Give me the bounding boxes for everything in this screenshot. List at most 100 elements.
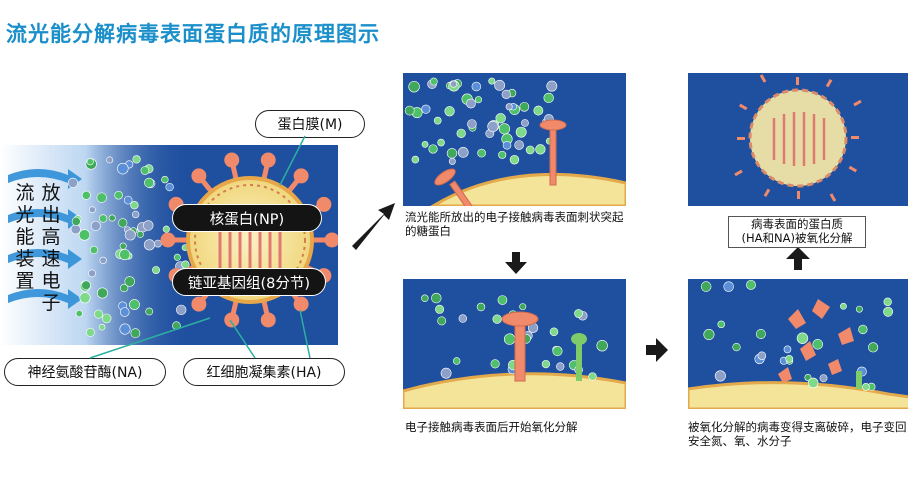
electron-dot bbox=[543, 92, 554, 104]
electron-dot bbox=[474, 96, 483, 104]
electron-emission-label: 放出高速电子 bbox=[41, 182, 61, 314]
electron-dot bbox=[855, 305, 863, 313]
step4-panel bbox=[688, 73, 908, 206]
electron-dot bbox=[862, 383, 870, 391]
electron-dot bbox=[437, 316, 447, 326]
electron-dot bbox=[497, 295, 508, 305]
step2-art bbox=[403, 292, 626, 409]
step3-caption: 被氧化分解的病毒变得支离破碎，电子变回安全氮、氧、水分子 bbox=[688, 420, 907, 448]
step2-caption: 电子接触病毒表面后开始氧化分解 bbox=[405, 420, 578, 434]
electron-dot bbox=[505, 103, 513, 111]
electron-dot bbox=[514, 140, 524, 150]
protein-fragment bbox=[825, 78, 833, 88]
electron-dot bbox=[858, 324, 868, 335]
electron-dot bbox=[502, 140, 512, 150]
electron-dot bbox=[488, 77, 496, 85]
electron-dot bbox=[819, 374, 828, 383]
virus-spike-tip bbox=[293, 296, 309, 312]
electron-dot bbox=[435, 304, 445, 314]
electron-dot bbox=[173, 253, 181, 261]
electron-dot bbox=[467, 119, 477, 129]
protein-fragment bbox=[734, 169, 743, 177]
electron-dot bbox=[140, 166, 150, 175]
electron-dot bbox=[456, 128, 466, 139]
electron-dot bbox=[883, 306, 894, 317]
electron-dot bbox=[783, 345, 792, 354]
electron-dot bbox=[119, 249, 131, 261]
electron-dot bbox=[541, 359, 551, 369]
virus-spike-tip bbox=[160, 232, 176, 248]
electron-dot bbox=[123, 195, 133, 205]
electron-dot bbox=[81, 190, 91, 200]
nucleoprotein-label: 核蛋白(NP) bbox=[172, 204, 322, 232]
electron-dot bbox=[796, 332, 809, 344]
electron-dot bbox=[549, 327, 559, 337]
electron-dot bbox=[437, 138, 445, 147]
virus-spike-tip bbox=[324, 232, 338, 248]
electron-dot bbox=[119, 307, 130, 317]
electron-dot bbox=[71, 216, 81, 226]
protein-fragment bbox=[853, 99, 862, 107]
electron-dot bbox=[732, 342, 741, 352]
electron-dot bbox=[501, 89, 511, 99]
electron-dot bbox=[440, 367, 452, 379]
page-title: 流光能分解病毒表面蛋白质的原理图示 bbox=[6, 21, 380, 46]
electron-dot bbox=[101, 313, 112, 324]
electron-dot bbox=[546, 80, 558, 92]
electron-dot bbox=[106, 156, 114, 164]
device-label: 流光能装置 bbox=[15, 182, 35, 292]
protein-fragment bbox=[737, 137, 745, 140]
electron-dot bbox=[746, 279, 756, 290]
electron-dot bbox=[452, 357, 461, 365]
protein-fragment bbox=[797, 191, 800, 199]
arrow-up-step3-to-4 bbox=[786, 247, 810, 270]
electron-dot bbox=[723, 281, 734, 292]
electron-dot bbox=[145, 307, 154, 316]
electron-dot bbox=[444, 106, 455, 117]
electron-dot bbox=[96, 287, 108, 299]
electron-dot bbox=[495, 113, 506, 124]
step1-art bbox=[404, 77, 626, 206]
electron-dot bbox=[129, 299, 140, 310]
electron-dot bbox=[588, 372, 597, 381]
electron-dot bbox=[494, 79, 506, 91]
virus-spike-tip bbox=[293, 168, 309, 184]
electron-dot bbox=[519, 101, 530, 112]
arrow-down-step1-to-2 bbox=[505, 252, 527, 274]
electron-dot bbox=[521, 119, 529, 127]
rna-segments-label: 链亚基因组(8分节) bbox=[172, 268, 326, 296]
electron-dot bbox=[785, 354, 794, 363]
virus-spike-tip bbox=[191, 168, 207, 184]
electron-dot bbox=[88, 206, 96, 214]
electron-dot bbox=[114, 190, 123, 200]
electron-dot bbox=[503, 333, 516, 345]
electron-dot bbox=[154, 239, 162, 248]
protein-fragment bbox=[796, 77, 799, 85]
electron-dot bbox=[477, 148, 486, 158]
electron-dot bbox=[130, 328, 141, 339]
electron-dot bbox=[458, 314, 468, 323]
virus-spike-tip bbox=[224, 152, 240, 168]
electron-dot bbox=[533, 105, 544, 116]
electron-dot bbox=[703, 328, 715, 341]
electron-dot bbox=[176, 304, 187, 316]
electron-dot bbox=[172, 321, 181, 330]
electron-dot bbox=[99, 256, 107, 265]
electron-dot bbox=[428, 144, 438, 154]
electron-dot bbox=[79, 292, 91, 304]
electron-dot bbox=[124, 229, 136, 241]
membrane-label: 蛋白膜(M) bbox=[255, 110, 365, 138]
electron-dot bbox=[535, 144, 546, 155]
protein-fragment bbox=[829, 193, 837, 202]
electron-dot bbox=[86, 327, 95, 337]
electron-dot bbox=[498, 150, 507, 159]
electron-dot bbox=[119, 242, 127, 250]
virus-spike-tip bbox=[260, 312, 276, 328]
electron-dot bbox=[490, 359, 500, 369]
electron-dot bbox=[466, 98, 476, 109]
electron-dot bbox=[421, 140, 429, 148]
electron-dot bbox=[840, 302, 847, 310]
electron-dot bbox=[408, 80, 420, 93]
step1-caption: 流光能所放出的电子接触病毒表面刺状突起的糖蛋白 bbox=[405, 210, 624, 238]
protein-fragment bbox=[738, 103, 748, 111]
